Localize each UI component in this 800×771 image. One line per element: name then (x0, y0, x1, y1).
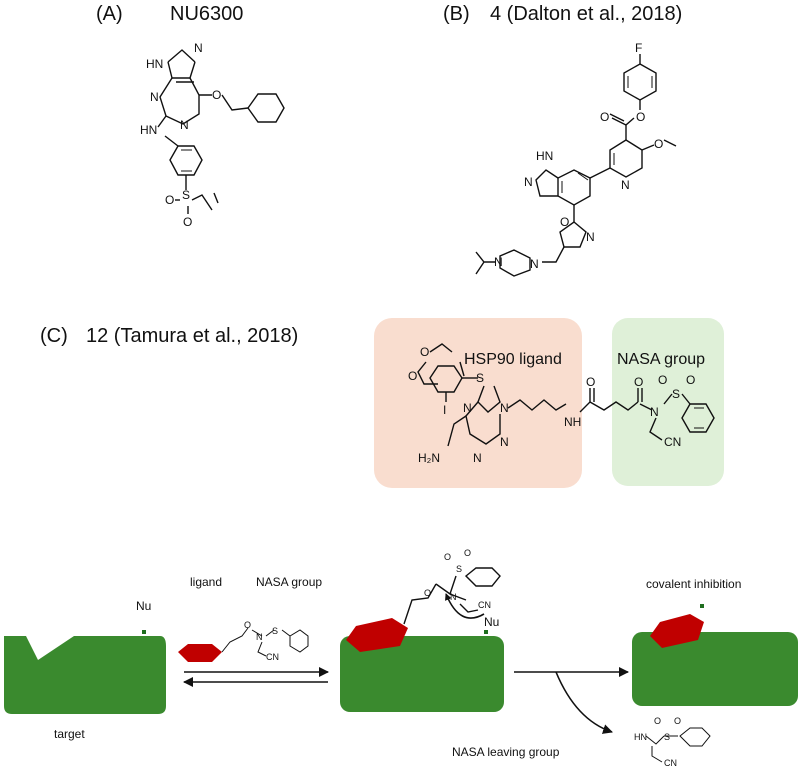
c-atom-o-acyl: O (634, 375, 643, 389)
mini-o1-leaving: O (654, 716, 661, 726)
mini-o2-bound: O (464, 548, 471, 558)
nu-residue-dot-right (700, 604, 704, 608)
target-protein-shape (4, 636, 166, 714)
b-atom-n-pyr: N (621, 178, 630, 192)
b-atom-hn: HN (536, 149, 553, 163)
compound-4-structure (475, 54, 677, 277)
mini-cn-leaving: CN (664, 758, 677, 768)
compound-12-structure (417, 343, 715, 447)
nucleophilic-attack-arrow (445, 593, 485, 619)
free-ligand-shape (178, 644, 222, 662)
c-atom-n-nasa: N (650, 405, 659, 419)
c-atom-o-s1: O (658, 373, 667, 387)
mini-s-leaving: S (664, 732, 670, 742)
nu-residue-dot-left (142, 630, 146, 634)
c-atom-i: I (443, 403, 446, 417)
a-atom-o: O (212, 88, 221, 102)
c-atom-n9: N (500, 401, 509, 415)
nu-label-left: Nu (136, 599, 151, 613)
mini-s-bound: S (456, 564, 462, 574)
a-atom-hn: HN (146, 57, 163, 71)
mini-o-c-free: O (244, 620, 251, 630)
mini-o2-leaving: O (674, 716, 681, 726)
nu-label-mid: Nu (484, 615, 499, 629)
c-atom-nh: NH (564, 415, 581, 429)
c-atom-n7: N (463, 401, 472, 415)
b-atom-n-oxa: N (586, 230, 595, 244)
nasa-group-scheme-label: NASA group (256, 575, 322, 589)
nu-residue-dot-mid (484, 630, 488, 634)
panel-a: (A) NU6300 HN N N N O (96, 3, 285, 229)
nasa-group-box (612, 318, 724, 486)
b-atom-f: F (635, 41, 642, 55)
nasa-leaving-group-label: NASA leaving group (452, 745, 560, 759)
c-atom-o-ami: O (586, 375, 595, 389)
b-atom-o-oxa: O (560, 215, 569, 229)
a-atom-s: S (182, 188, 190, 202)
panel-c: (C) 12 (Tamura et al., 2018) HSP90 ligan… (40, 318, 724, 488)
compound-nu6300-structure (157, 49, 285, 214)
inhibited-protein-shape (632, 632, 798, 706)
panel-c-title: 12 (Tamura et al., 2018) (86, 325, 298, 347)
mini-cn-bound: CN (478, 600, 491, 610)
mini-n-bound: N (450, 592, 457, 602)
mechanism-scheme: Nu target ligand NASA group O N S CN Nu … (4, 548, 798, 768)
nasa-group-label: NASA group (617, 351, 705, 368)
a-atom-n3: N (194, 41, 203, 55)
c-atom-o-d2: O (408, 369, 417, 383)
a-atom-o2: O (183, 215, 192, 229)
b-atom-o3: O (654, 137, 663, 151)
hsp90-ligand-label: HSP90 ligand (464, 351, 562, 368)
c-atom-cn: CN (664, 435, 681, 449)
a-atom-nh: HN (140, 123, 157, 137)
covalent-ligand-shape (650, 614, 704, 648)
b-atom-o2: O (600, 110, 609, 124)
mini-hn-leaving: HN (634, 732, 647, 742)
ligand-label: ligand (190, 575, 222, 589)
c-atom-nh2: H₂N (418, 451, 440, 465)
mini-cn-free: CN (266, 652, 279, 662)
c-atom-s-nasa: S (672, 387, 680, 401)
bound-ligand-shape (346, 618, 408, 652)
bound-protein-shape (340, 636, 504, 712)
panel-b-title: 4 (Dalton et al., 2018) (490, 3, 682, 25)
b-atom-o1: O (636, 110, 645, 124)
c-atom-s: S (476, 371, 484, 385)
a-atom-o1: O (165, 193, 174, 207)
covalent-inhibition-label: covalent inhibition (646, 577, 741, 591)
panel-a-letter: (A) (96, 3, 123, 25)
a-atom-n1: N (150, 90, 159, 104)
panel-b-letter: (B) (443, 3, 470, 25)
panel-b: (B) 4 (Dalton et al., 2018) (443, 3, 682, 277)
mini-o-c-bound: O (424, 588, 431, 598)
mini-o1-bound: O (444, 552, 451, 562)
c-atom-o-d1: O (420, 345, 429, 359)
b-atom-n-pip1: N (530, 257, 539, 271)
b-atom-n-ind: N (524, 175, 533, 189)
panel-a-title: NU6300 (170, 3, 243, 25)
b-atom-n-pip2: N (494, 255, 503, 269)
mini-s-free: S (272, 626, 278, 636)
target-label: target (54, 727, 85, 741)
c-atom-n1: N (473, 451, 482, 465)
panel-c-letter: (C) (40, 325, 68, 347)
a-atom-n2: N (180, 118, 189, 132)
mini-n-free: N (256, 632, 263, 642)
c-atom-n3: N (500, 435, 509, 449)
leaving-group-arrow (555, 671, 613, 734)
c-atom-o-s2: O (686, 373, 695, 387)
